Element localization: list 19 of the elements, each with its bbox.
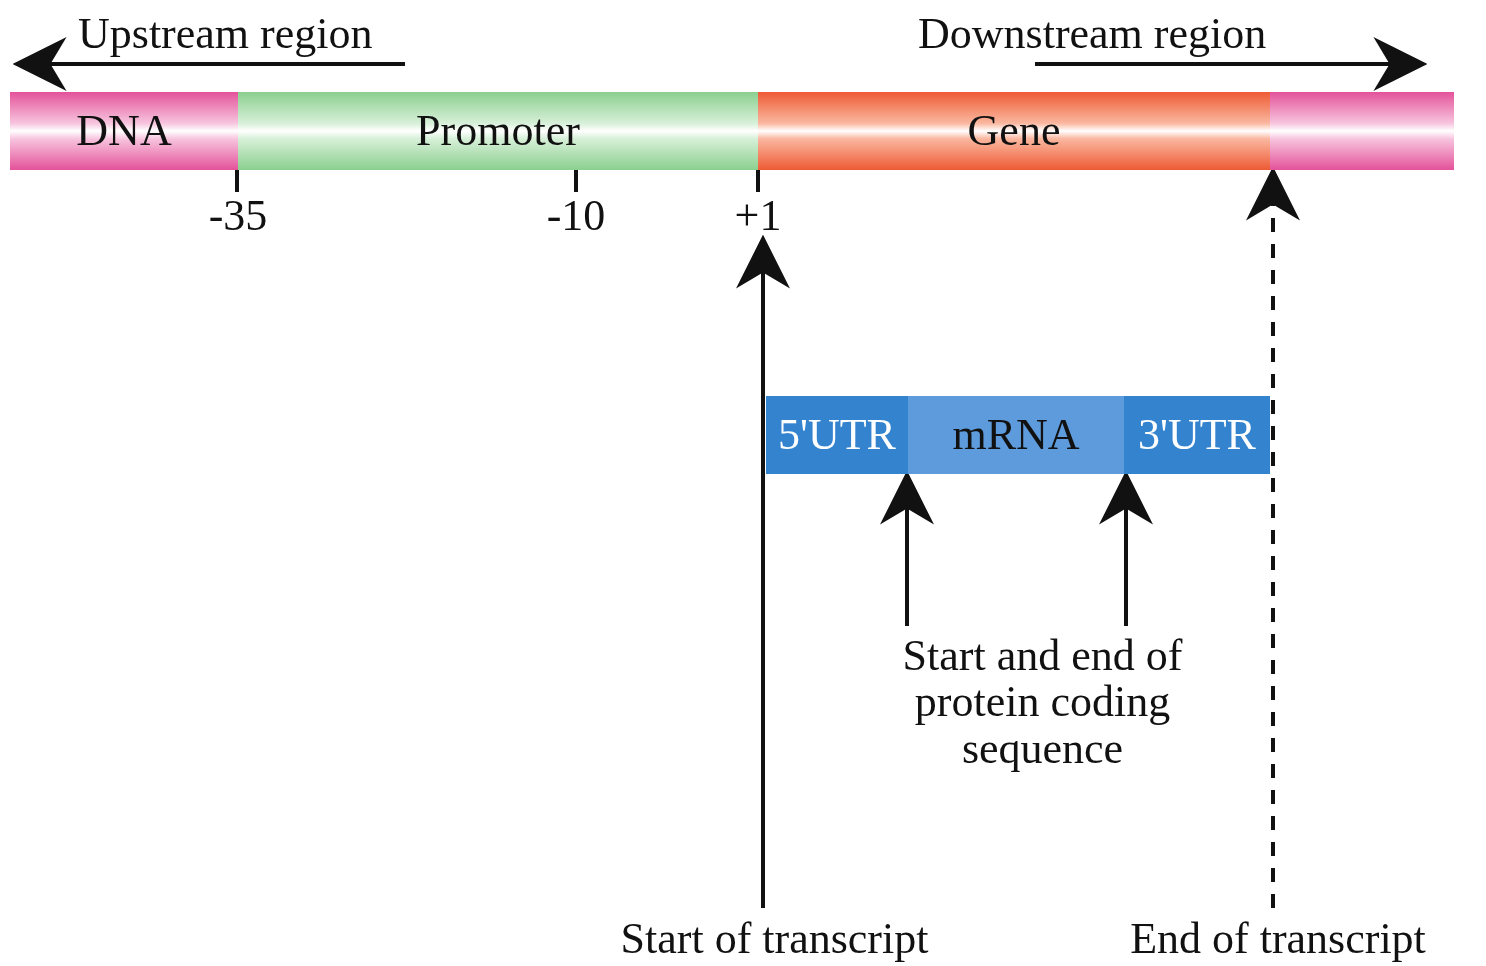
gene-segment: Gene <box>758 92 1270 170</box>
arrow <box>736 234 790 908</box>
caption-text: Start and end of protein coding sequence <box>845 630 1240 775</box>
utr-segment: 5'UTR <box>766 396 908 474</box>
position-label: +1 <box>718 194 798 238</box>
position-label: -35 <box>200 194 276 238</box>
dna-segment <box>1270 92 1454 170</box>
promoter-segment: Promoter <box>238 92 758 170</box>
dna-segment: DNA <box>10 92 238 170</box>
region-label: Upstream region <box>78 8 373 59</box>
utr-segment: 3'UTR <box>1124 396 1270 474</box>
mrna-segment: mRNA <box>908 396 1124 474</box>
tick-mark <box>574 170 578 192</box>
position-label: -10 <box>536 194 616 238</box>
region-label: Downstream region <box>918 8 1267 59</box>
tick-mark <box>756 170 760 192</box>
caption-text: End of transcript <box>1082 912 1474 966</box>
caption-text: Start of transcript <box>572 912 977 966</box>
tick-mark <box>235 170 239 192</box>
